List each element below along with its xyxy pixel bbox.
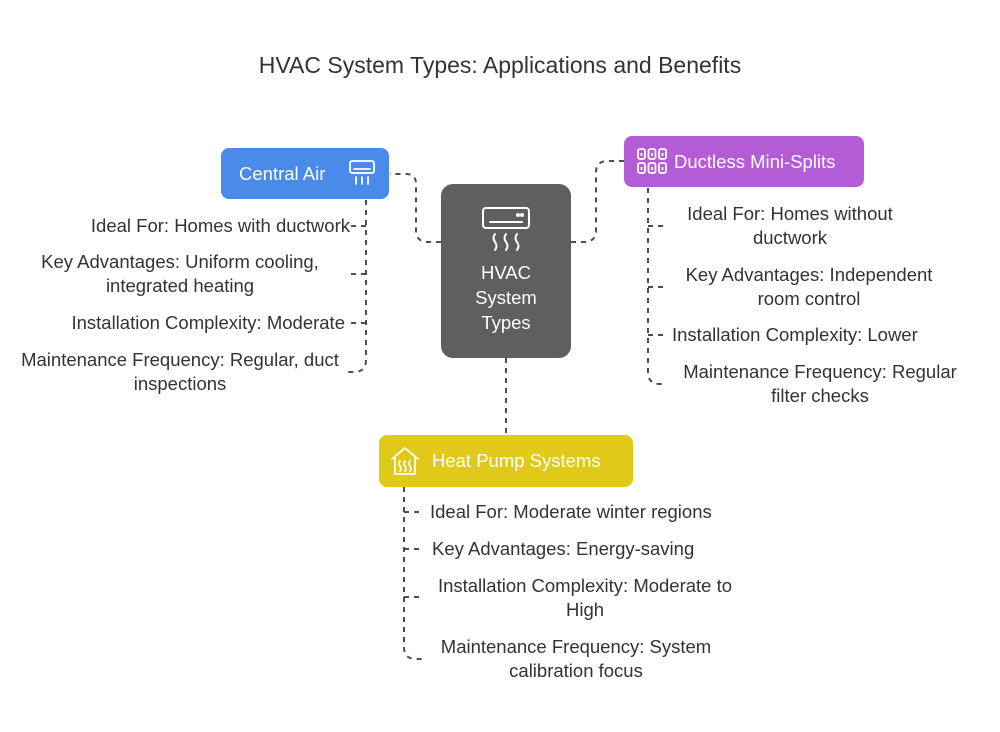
center-node: HVAC System Types bbox=[441, 184, 571, 358]
central-air-maintenance: Maintenance Frequency: Regular, duct ins… bbox=[21, 349, 339, 394]
connector-heat-pump-spine bbox=[403, 487, 422, 660]
heat-pump-label: Heat Pump Systems bbox=[432, 450, 601, 471]
connector-center-central-air bbox=[390, 173, 441, 243]
center-label: HVAC System Types bbox=[475, 262, 537, 333]
heat-pump-ideal-for: Ideal For: Moderate winter regions bbox=[430, 501, 712, 522]
ductless-label: Ductless Mini-Splits bbox=[674, 150, 836, 172]
heat-pump-installation: Installation Complexity: Moderate to Hig… bbox=[437, 575, 733, 620]
connector-ductless-spine bbox=[647, 188, 666, 385]
central-air-ideal-for: Ideal For: Homes with ductwork bbox=[90, 215, 350, 236]
central-air-key-advantages: Key Advantages: Uniform cooling, integra… bbox=[41, 251, 319, 296]
central-air-installation: Installation Complexity: Moderate bbox=[71, 312, 345, 333]
ductless-maintenance: Maintenance Frequency: Regular filter ch… bbox=[683, 361, 957, 406]
ductless-node: Ductless Mini-Splits bbox=[624, 136, 864, 187]
air-conditioner-icon bbox=[349, 160, 375, 185]
ductless-ideal-for: Ideal For: Homes without ductwork bbox=[687, 203, 893, 248]
heat-pump-key-advantages: Key Advantages: Energy-saving bbox=[432, 538, 695, 559]
ductless-key-advantages: Key Advantages: Independent room control bbox=[685, 264, 933, 309]
house-heat-icon bbox=[391, 447, 419, 475]
central-air-node: Central Air bbox=[221, 148, 389, 199]
heat-pump-node: Heat Pump Systems bbox=[379, 435, 633, 487]
central-air-label: Central Air bbox=[239, 162, 326, 184]
connector-central-air-spine bbox=[348, 200, 367, 373]
ductless-installation: Installation Complexity: Lower bbox=[672, 324, 918, 345]
air-conditioner-icon bbox=[482, 207, 530, 251]
grid-units-icon bbox=[637, 148, 667, 174]
heat-pump-maintenance: Maintenance Frequency: System calibratio… bbox=[440, 636, 712, 681]
connector-center-ductless bbox=[571, 160, 624, 243]
page-title: HVAC System Types: Applications and Bene… bbox=[258, 52, 742, 78]
